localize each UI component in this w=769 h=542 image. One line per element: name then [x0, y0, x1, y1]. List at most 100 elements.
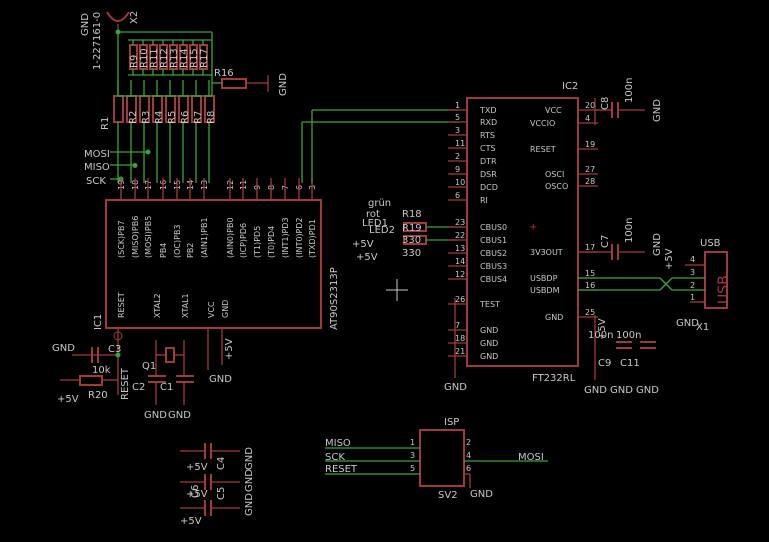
x2-ref: X2 [129, 11, 140, 24]
ic2-right-pin: RESET [530, 145, 556, 154]
c5-gnd: GND [244, 469, 255, 492]
c5-5v: +5V [186, 489, 208, 500]
c4-gnd: GND [244, 447, 255, 470]
ic1-pin-name: (OC)PB3 [173, 224, 182, 258]
ic2-left-num: 3 [455, 126, 460, 135]
ic1-pin-name: PB4 [159, 243, 168, 258]
r16-label: R16 [214, 68, 234, 79]
ic1-gnd: GND [209, 374, 232, 385]
led-indicators: grün rot LED1 LED2 +5V +5V R18 R19 330 3… [352, 198, 458, 263]
usb-body-label: USB [716, 275, 732, 304]
r20-value: 10k [92, 365, 111, 376]
ic2-left-num: 13 [455, 244, 465, 253]
ic2-right-num: 28 [585, 177, 595, 186]
ic2-left-num: 22 [455, 231, 465, 240]
r19-label: R19 [402, 223, 422, 234]
led2-label: LED2 [369, 225, 395, 236]
usb-pin4: 4 [690, 255, 695, 264]
ic1-pin-name: (MISO)PB6 [131, 216, 140, 258]
ic2-left-num: 9 [455, 165, 460, 174]
reset-circuit: GND C3 10k R20 +5V RESET [52, 328, 131, 405]
ic2-right-num: 4 [585, 114, 590, 123]
ic2-left-pin: RXD [480, 118, 497, 127]
ic2-left-num: 12 [455, 270, 465, 279]
ic1-5v: +5V [224, 338, 235, 360]
ic1-value: AT90S2313P [329, 267, 340, 330]
ic2-right-pin: USBDM [530, 286, 560, 295]
c9-value: 100n [588, 330, 613, 341]
isp-gnd: GND [470, 489, 493, 500]
decoupling-caps-c4-c6: +5V +5V +5V C4 C5 C6 GND GND GND [180, 443, 255, 527]
led1-label: LED1 [362, 218, 388, 229]
ic2-ft232rl[interactable]: IC2 FT232RL TXD1RXD5RTS3CTS11DTR2DSR9DCD… [448, 81, 598, 384]
c3-label: C3 [108, 344, 121, 355]
ic2-right-num: 25 [585, 308, 595, 317]
r19-value: 330 [402, 248, 421, 259]
c6-gnd: GND [244, 493, 255, 516]
ic1-ref: IC1 [93, 314, 104, 330]
ic2-left-num: 11 [455, 139, 465, 148]
c4-5v: +5V [186, 462, 208, 473]
ic1-at90s2313[interactable]: IC1 AT90S2313P (SCK)PB719(MISO)PB618(MOS… [93, 178, 340, 330]
r20-5v: +5V [57, 394, 79, 405]
c11-label: C11 [620, 358, 640, 369]
usb-5v: +5V [664, 248, 675, 270]
row-resistor-label: R8 [206, 111, 217, 124]
ic2-left-pin: GND [480, 326, 498, 335]
isp-pin1: 1 [410, 438, 415, 447]
sck-net-label: SCK [86, 176, 106, 187]
c7-value: 100n [624, 218, 635, 243]
ic2-left-pin: GND [480, 339, 498, 348]
r1-label: R1 [100, 117, 111, 130]
c6-5v: +5V [180, 516, 202, 527]
ic2-right-num: 17 [585, 243, 595, 252]
ic2-left-pin: DSR [480, 170, 497, 179]
led1-color: grün [368, 198, 391, 209]
top-resistor-label: R15 [189, 48, 200, 68]
ic2-right-num: 20 [585, 101, 595, 110]
ic2-left-pin: GND [480, 352, 498, 361]
isp-header-sv2[interactable]: ISP SV2 GND MISO SCK RESET MOSI 1 3 5 2 … [325, 417, 548, 501]
ic2-left-num: 23 [455, 218, 465, 227]
ic2-left-pin: TEST [479, 300, 500, 309]
c2-gnd: GND [144, 410, 167, 421]
ic1-power-pins: GND +5V [207, 328, 235, 385]
connector-x2[interactable]: X2 1-227161-0 GND [80, 11, 140, 70]
row-resistor-label: R3 [141, 111, 152, 124]
ic1-pin-name: (AIN0)PB0 [226, 217, 235, 258]
usb-pin1: 1 [690, 293, 695, 302]
ic2-right-num: 19 [585, 140, 595, 149]
usb-connector-x1[interactable]: USB USB X1 GND 4 3 2 1 +5V [578, 238, 732, 333]
top-resistor-label: R13 [169, 48, 180, 68]
ic2-left-num: 18 [455, 334, 465, 343]
ic2-right-pin: VCC [545, 106, 562, 115]
mosi-net-label: MOSI [84, 149, 110, 160]
ic2-left-pin: CBUS0 [480, 223, 507, 232]
ic2-right-pin: USBDP [530, 274, 558, 283]
isp-reset: RESET [325, 464, 358, 475]
ic2-left-num: 14 [455, 257, 465, 266]
miso-net-label: MISO [84, 162, 110, 173]
led2-color: rot [366, 209, 380, 220]
ic1-pin-name: (TXD)PD1 [308, 219, 317, 258]
r18-value: 330 [402, 235, 421, 246]
r18-label: R18 [402, 209, 422, 220]
c8-gnd: GND [652, 99, 663, 122]
ic1-bottom-pin: XTAL2 [153, 293, 162, 318]
ic2-right-num: 27 [585, 165, 595, 174]
ic2-left-num: 5 [455, 113, 460, 122]
isp-pin5: 5 [410, 464, 415, 473]
c7-gnd: GND [652, 233, 663, 256]
row-resistor-label: R6 [180, 111, 191, 124]
ic1-pin-name: (INT1)PD3 [281, 217, 290, 258]
ic2-right-pin: VCCIO [530, 119, 555, 128]
ic2-left-pin: TXD [479, 106, 497, 115]
ic2-left-num: 21 [455, 347, 465, 356]
ic2-left-num: 10 [455, 178, 465, 187]
c9-5v: +5V [597, 318, 608, 340]
ic2-left-pin: CBUS4 [480, 275, 507, 284]
ic2-left-pin: DTR [480, 157, 497, 166]
ic1-bottom-pin: VCC [207, 301, 216, 318]
